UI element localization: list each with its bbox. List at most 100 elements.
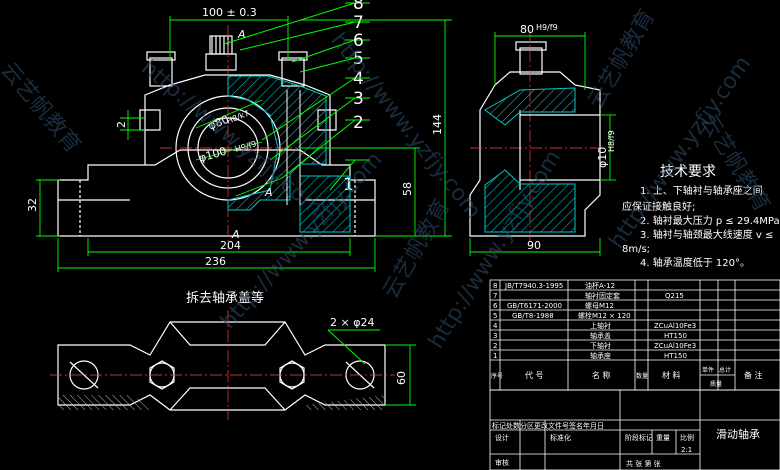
- dim-80-fit: H9/f9: [536, 23, 558, 32]
- dim-phi10-fit: H8/f9: [607, 130, 616, 152]
- dim-100: 100 ± 0.3: [202, 6, 257, 19]
- bom-header-no: 序号: [491, 372, 503, 380]
- dim-236: 236: [205, 255, 226, 268]
- title-block: 标记处数分区更改文件号签名年月日 设计 标准化 阶段标记 重量 比例 2:1 审…: [492, 421, 760, 468]
- bom-row-mat: HT150: [664, 352, 687, 360]
- bom-row-no: 4: [493, 322, 498, 330]
- bom-header-weight: 质量: [710, 380, 722, 388]
- side-dimensions: [469, 32, 616, 256]
- bom-row-name: 轴衬固定套: [585, 291, 620, 300]
- bom-header-mat: 材 料: [662, 370, 681, 380]
- dim-58: 58: [401, 182, 414, 196]
- dim-80: 80: [520, 23, 534, 36]
- bom-row-code: GB/T6171-2000: [507, 302, 562, 310]
- bom-row-name: 下轴衬: [590, 341, 611, 350]
- dim-phi24: 2 × φ24: [330, 316, 374, 329]
- top-dimensions: [327, 329, 416, 406]
- tech-req-line-6: 4. 轴承温度低于 120°。: [640, 256, 750, 269]
- sec-A-mid: A: [264, 186, 273, 199]
- tech-req-line-3: 2. 轴衬最大压力 p ≤ 29.4MPa;: [640, 214, 780, 227]
- bom-row-code: GB/T8-1988: [512, 312, 554, 320]
- side-dim-text: 80 H9/f9 90 φ10 H8/f9: [520, 23, 616, 252]
- dim-phi10: φ10: [596, 147, 609, 168]
- bom-row-name: 螺栓M12 × 120: [578, 311, 631, 320]
- tb-review: 审核: [495, 458, 509, 467]
- balloon-3: 3: [353, 89, 364, 109]
- bom-row-name: 上轴衬: [590, 321, 611, 330]
- tb-stage: 阶段标记: [625, 433, 653, 442]
- watermark-brand: 云艺帆教育: [584, 5, 661, 113]
- bom-header-qty: 数量: [636, 372, 648, 380]
- bearing-inner-circle: [197, 117, 259, 179]
- side-view: [469, 30, 601, 250]
- bom-row-mat: Q215: [665, 292, 684, 300]
- front-section-hatch: [227, 75, 351, 233]
- dim-32: 32: [26, 198, 39, 212]
- oil-cup: [209, 35, 233, 55]
- balloon-6: 6: [353, 31, 364, 51]
- title-block-lines: [489, 389, 780, 470]
- bom-row-no: 8: [493, 282, 497, 290]
- balloon-1: 1: [343, 175, 354, 195]
- tech-requirements: 技术要求 1. 上、下轴衬与轴承座之间 应保证接触良好; 2. 轴衬最大压力 p…: [622, 164, 780, 269]
- dim-2: 2: [115, 121, 128, 128]
- bom-row-no: 7: [493, 292, 497, 300]
- bom-header-code: 代 号: [525, 370, 544, 380]
- bom-table: 8 JB/T7940.3-1995 油杯A-12 7 轴衬固定套 Q215 6 …: [491, 281, 763, 388]
- bom-header-single: 单件: [702, 366, 714, 374]
- tech-req-title: 技术要求: [660, 164, 716, 180]
- bom-row-no: 3: [493, 332, 497, 340]
- watermarks: http://www.yzfjy.com http://www.yzfjy.co…: [0, 5, 774, 353]
- bom-row-name: 轴承盖: [590, 331, 611, 340]
- bom-header-remark: 备 注: [744, 370, 763, 380]
- bom-row-no: 1: [493, 352, 497, 360]
- dim-144: 144: [431, 114, 444, 135]
- bom-row-name: 轴承座: [590, 351, 611, 360]
- bom-row-mat: ZCuAl10Fe3: [654, 342, 696, 350]
- top-hatch: [58, 395, 385, 410]
- tech-req-line-4: 3. 轴衬与轴颈最大线速度 v ≤: [640, 228, 773, 241]
- watermark-brand: 云艺帆教育: [379, 195, 456, 303]
- bom-header-total: 总计: [719, 366, 731, 374]
- bom-row-name: 螺母M12: [585, 301, 614, 310]
- watermark-brand: 云艺帆教育: [0, 58, 85, 158]
- tech-req-line-2: 应保证接触良好;: [622, 200, 695, 213]
- dim-204: 204: [220, 239, 241, 252]
- dim-60: 60: [395, 371, 408, 385]
- sec-A-top: A: [237, 28, 246, 41]
- balloon-8: 8: [353, 0, 364, 14]
- bom-header-name: 名 称: [592, 370, 611, 380]
- tb-sheets: 共 张 第 张: [626, 459, 661, 468]
- balloon-7: 7: [353, 13, 364, 33]
- tb-drawing-name: 滑动轴承: [716, 427, 760, 441]
- bom-row-code: JB/T7940.3-1995: [504, 282, 563, 290]
- top-dim-text: 60 2 × φ24: [330, 316, 408, 385]
- tb-std: 标准化: [550, 433, 571, 442]
- side-section-hatch: [484, 87, 576, 233]
- front-view: [57, 25, 376, 250]
- tb-scale-value: 2:1: [681, 446, 692, 454]
- bom-row-no: 6: [493, 302, 498, 310]
- bom-row-no: 5: [493, 312, 497, 320]
- bom-row-mat: HT150: [664, 332, 687, 340]
- balloon-leaders: [223, 2, 370, 191]
- tech-req-line-5: 8m/s;: [622, 244, 650, 255]
- tb-weight: 重量: [656, 434, 670, 442]
- bom-row-no: 2: [493, 342, 497, 350]
- tech-req-line-1: 1. 上、下轴衬与轴承座之间: [640, 184, 763, 197]
- front-dimensions: [36, 16, 452, 272]
- housing-outline: [144, 74, 331, 165]
- dim-90: 90: [527, 239, 541, 252]
- top-view-title: 拆去轴承盖等: [186, 290, 264, 306]
- bom-row-mat: ZCuAl10Fe3: [654, 322, 696, 330]
- sec-A-bottom: A: [231, 228, 240, 241]
- bom-row-name: 油杯A-12: [585, 281, 615, 290]
- tb-design: 设计: [495, 433, 509, 442]
- balloon-4: 4: [353, 69, 364, 89]
- balloon-2: 2: [353, 113, 364, 133]
- balloon-numbers: 8 7 6 5 4 3 2 1: [343, 0, 364, 195]
- tb-scale: 比例: [680, 433, 694, 442]
- balloon-5: 5: [353, 49, 364, 69]
- bom-table-lines: [489, 279, 780, 391]
